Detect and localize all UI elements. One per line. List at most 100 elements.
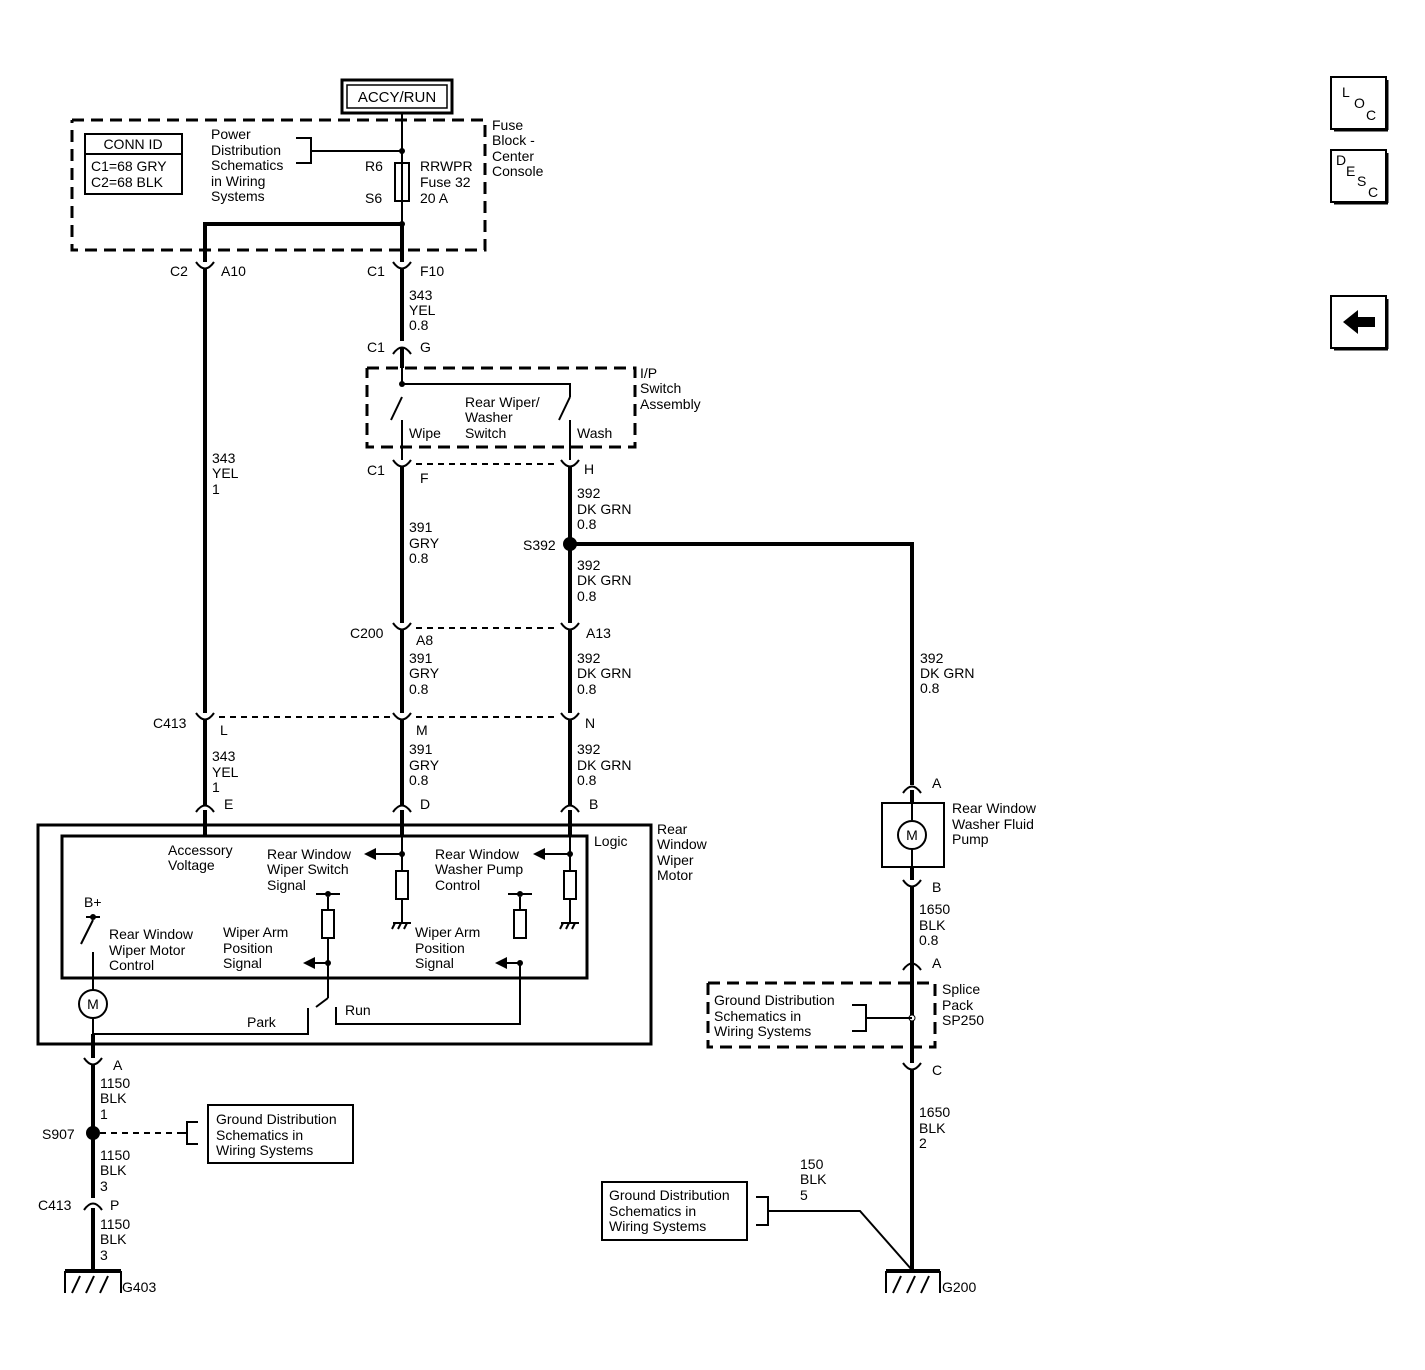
wire-391-label-b: 391 GRY 0.8: [409, 650, 443, 697]
wiper-switch-signal-label: Rear Window Wiper Switch Signal: [267, 846, 355, 893]
switch-wash-label: Wash: [577, 425, 612, 441]
connector-c413-m: [392, 712, 412, 721]
fuse-input-node: [399, 148, 405, 154]
wire-1150-label-c: 1150 BLK 3: [100, 1216, 134, 1263]
wire-343-label-b: 343 YEL 0.8: [409, 287, 439, 333]
svg-text:E: E: [1346, 163, 1355, 179]
park-circuit: [92, 1008, 309, 1035]
connector-c1-f10: [392, 261, 412, 270]
svg-text:C: C: [1368, 184, 1378, 200]
switch-wipe-label: Wipe: [409, 425, 441, 441]
wiper-motor-m: M: [87, 996, 99, 1012]
fuse-block-boundary: [70, 118, 487, 252]
desc-icon[interactable]: D E S C: [1330, 149, 1389, 205]
power-distribution-ref: Power Distribution Schematics in Wiring …: [211, 126, 287, 204]
wire-392-label-a: 392 DK GRN 0.8: [577, 485, 635, 532]
ground-g403-label: G403: [122, 1279, 156, 1295]
ground-g403: [64, 1269, 122, 1294]
conn-label-a10: A10: [221, 263, 246, 279]
switch-assembly-name: I/P Switch Assembly: [640, 365, 701, 412]
svg-text:O: O: [1354, 95, 1365, 111]
conn-label-pump-a: A: [932, 775, 942, 791]
wire-343-label-c: 343 YEL 1: [212, 748, 242, 795]
connector-motor-e: [195, 804, 215, 813]
pump-name: Rear Window Washer Fluid Pump: [952, 800, 1040, 847]
conn-label-f10: F10: [420, 263, 444, 279]
conn-label-h: H: [584, 461, 594, 477]
wiper-motor-name: Rear Window Wiper Motor: [657, 821, 711, 883]
connector-sp-a: [902, 962, 922, 971]
connector-c1-h: [560, 459, 580, 468]
wire-391-label-a: 391 GRY 0.8: [409, 519, 443, 566]
wiper-motor-module: [36, 823, 653, 1046]
ground-ref-s907-label: Ground Distribution Schematics in Wiring…: [216, 1111, 341, 1158]
connector-pump-a: [902, 785, 922, 794]
fuse-pin-in: R6: [365, 158, 383, 174]
pump-motor-m: M: [906, 827, 918, 843]
conn-label-sp-a: A: [932, 955, 942, 971]
bplus-label: B+: [84, 894, 102, 910]
power-source: ACCY/RUN: [340, 78, 454, 115]
splice-pack-name: Splice Pack SP250: [942, 981, 984, 1028]
fuse-block-name: Fuse Block - Center Console: [492, 117, 544, 179]
connector-sp-c: [902, 1062, 922, 1071]
washer-pump-control-label: Rear Window Washer Pump Control: [435, 846, 527, 893]
conn-id-c2: C2=68 BLK: [91, 174, 164, 190]
logic-label: Logic: [594, 833, 627, 849]
ground-ref-s907: [207, 1104, 354, 1164]
connector-c200-a13: [560, 622, 580, 631]
ground-g200: [885, 1269, 941, 1294]
ground-g200-label: G200: [942, 1279, 976, 1295]
splice-s392-label: S392: [523, 537, 556, 553]
arm-pos-2-label: Wiper Arm Position Signal: [415, 924, 484, 971]
back-arrow-icon[interactable]: [1330, 295, 1389, 351]
splice-pack-boundary: [706, 981, 937, 1049]
wire-1650-label-b: 1650 BLK 2: [919, 1104, 954, 1151]
conn-label-a8: A8: [416, 632, 433, 648]
conn-label-sp-c: C: [932, 1062, 942, 1078]
conn-label-c200: C200: [350, 625, 384, 641]
splice-s907-label: S907: [42, 1126, 75, 1142]
conn-label-e: E: [224, 796, 233, 812]
conn-label-b: B: [589, 796, 598, 812]
connector-motor-d: [392, 804, 412, 813]
connector-pump-b: [902, 879, 922, 888]
park-label: Park: [247, 1014, 277, 1030]
resistor-arm-1: [321, 909, 335, 939]
splice-s907: [86, 1126, 100, 1140]
connector-c413-n: [560, 712, 580, 721]
connector-c413-p: [83, 1202, 103, 1211]
run-label: Run: [345, 1002, 371, 1018]
wire-391-label-c: 391 GRY 0.8: [409, 741, 443, 788]
switch-assembly-boundary: [365, 366, 637, 449]
switch-common-bus: [402, 383, 571, 397]
power-source-label: ACCY/RUN: [358, 89, 436, 106]
conn-label-c1: C1: [367, 263, 385, 279]
ground-symbol-switch: [391, 922, 408, 930]
connector-c413-l: [195, 712, 215, 721]
conn-label-n: N: [585, 715, 595, 731]
conn-label-a13: A13: [586, 625, 611, 641]
arm-pos-2-arrow: [495, 957, 507, 969]
accessory-voltage-label: Accessory Voltage: [168, 842, 236, 873]
loc-icon[interactable]: L O C: [1330, 76, 1389, 132]
wire-150: [768, 1210, 913, 1271]
svg-text:D: D: [1336, 152, 1346, 168]
conn-id-c1: C1=68 GRY: [91, 158, 167, 174]
conn-label-c413: C413: [153, 715, 187, 731]
conn-id-title: CONN ID: [103, 136, 162, 152]
wire-150-label: 150 BLK 5: [800, 1156, 830, 1203]
motor-control-label: Rear Window Wiper Motor Control: [109, 926, 197, 973]
conn-label-l: L: [220, 722, 228, 738]
bus-to-c2: [203, 222, 402, 262]
conn-label-motor-a: A: [113, 1057, 123, 1073]
connector-c1-f: [392, 459, 412, 468]
ground-symbol-pump: [559, 922, 576, 930]
park-run-switch: [315, 997, 329, 1008]
conn-label-d: D: [420, 796, 430, 812]
fuse-pin-out: S6: [365, 190, 382, 206]
ground-ref-g200: [601, 1181, 748, 1241]
arm-pos-1-label: Wiper Arm Position Signal: [223, 924, 292, 971]
switch-name: Rear Wiper/ Washer Switch: [465, 394, 544, 441]
